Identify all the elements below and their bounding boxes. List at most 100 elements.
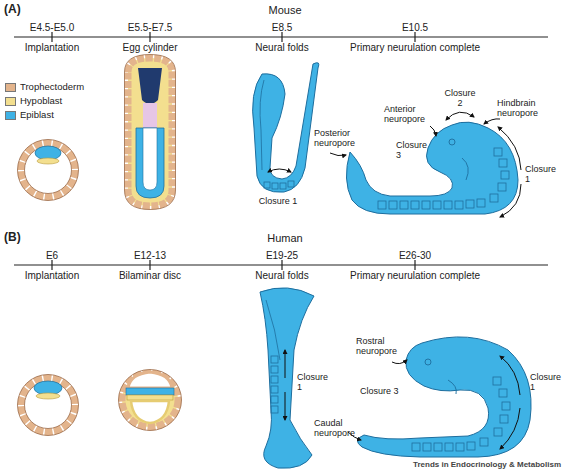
structure-label: Closure 1 [259, 196, 298, 206]
legend-text: Hypoblast [20, 96, 62, 107]
tick [149, 32, 150, 42]
human-embryo [348, 337, 531, 457]
mouse-blastocyst [18, 140, 79, 201]
somite [271, 396, 278, 403]
trophectoderm-ring [122, 373, 178, 427]
closure-arrow [500, 408, 520, 449]
closure-arrow [268, 169, 291, 172]
bilaminar-disc [119, 370, 182, 431]
structure-label: Closure 1 [525, 164, 559, 185]
somites [271, 356, 278, 413]
structure-label: Rostral neuropore [356, 336, 402, 357]
closure-arrow [500, 356, 520, 395]
branchial-arch [462, 158, 468, 180]
embryo-body [346, 122, 518, 214]
epiblast-cup [136, 128, 164, 198]
neuropore-arrow [484, 119, 500, 124]
time-point: E19-25 [266, 250, 298, 262]
tick [281, 260, 282, 270]
stage-name: Egg cylinder [122, 42, 177, 54]
closure-arrows [348, 356, 520, 449]
timeline-ticks [52, 260, 415, 270]
somite [264, 182, 270, 188]
stage-name: Primary neurulation complete [350, 270, 480, 282]
neuropore-arrow [430, 126, 436, 136]
tick [281, 32, 282, 42]
time-point: E4.5-E5.0 [30, 22, 74, 34]
outline [125, 55, 176, 210]
somite [499, 159, 507, 167]
outline [18, 140, 79, 201]
legend-swatch [5, 97, 16, 106]
outline [119, 370, 182, 431]
somite [272, 183, 278, 189]
time-point: E6 [46, 250, 58, 262]
structure-label: Anterior neuropore [384, 104, 434, 125]
tick [51, 32, 52, 42]
fold-line [260, 80, 264, 170]
somite [378, 201, 386, 209]
eye [425, 359, 431, 365]
publisher-credit: Trends in Endocrinology & Metabolism [413, 460, 561, 469]
closure-arrows [330, 112, 521, 217]
neuropore-arrow [330, 153, 346, 156]
somite [502, 402, 510, 410]
amniotic-cavity [128, 372, 172, 388]
somite [433, 201, 441, 209]
somite [500, 415, 508, 423]
tick [51, 260, 52, 270]
legend-text: Trophectoderm [20, 82, 84, 93]
closure-arrow [500, 184, 521, 217]
stage-name: Neural folds [255, 270, 308, 282]
branchial-arch [448, 380, 456, 394]
somite [280, 183, 286, 189]
structure-label: Closure 3 [360, 386, 399, 396]
species-title: Human [267, 232, 302, 245]
trophectoderm-ring [21, 378, 75, 432]
hypoblast-cells [37, 158, 59, 164]
yolk-sac [131, 401, 169, 423]
somite [411, 201, 419, 209]
closure-arrow [285, 350, 286, 378]
outer-layer [128, 58, 172, 206]
eye [449, 139, 455, 145]
somite [271, 366, 278, 373]
tick [414, 32, 415, 42]
structure-label: Closure 1 [297, 372, 331, 393]
hypoblast-cells [36, 393, 60, 399]
time-point: E12-13 [134, 250, 166, 262]
extraembryonic-ectoderm [138, 68, 162, 104]
closure-arrows [285, 350, 286, 420]
timeline-ticks [52, 32, 415, 42]
outline [25, 382, 72, 429]
time-point: E26-30 [399, 250, 431, 262]
somite [477, 199, 485, 207]
tick [149, 260, 150, 270]
panel-label: (B) [4, 231, 21, 245]
somite [501, 171, 509, 179]
stage-name: Implantation [25, 42, 79, 54]
somite [493, 377, 501, 385]
structure-label: Closure 1 [530, 372, 564, 393]
tick [414, 260, 415, 270]
trophectoderm-ring [21, 143, 75, 197]
somite [445, 443, 453, 451]
somite [467, 442, 475, 450]
structure-label: Closure 3 [396, 140, 430, 161]
embryo-body [253, 63, 319, 193]
somites [264, 181, 294, 189]
somite [434, 443, 442, 451]
epiblast-layer [126, 388, 174, 395]
somite [466, 200, 474, 208]
legend-swatch [5, 111, 16, 120]
timeline-axis [14, 36, 548, 37]
structure-label: Hindbrain neuropore [497, 98, 553, 119]
somite [455, 201, 463, 209]
stage-name: Primary neurulation complete [350, 42, 480, 54]
somite [456, 443, 464, 451]
somite [400, 201, 408, 209]
somite [271, 406, 278, 413]
stage-name: Implantation [25, 270, 79, 282]
structure-label: Caudal neuropore [314, 418, 360, 439]
